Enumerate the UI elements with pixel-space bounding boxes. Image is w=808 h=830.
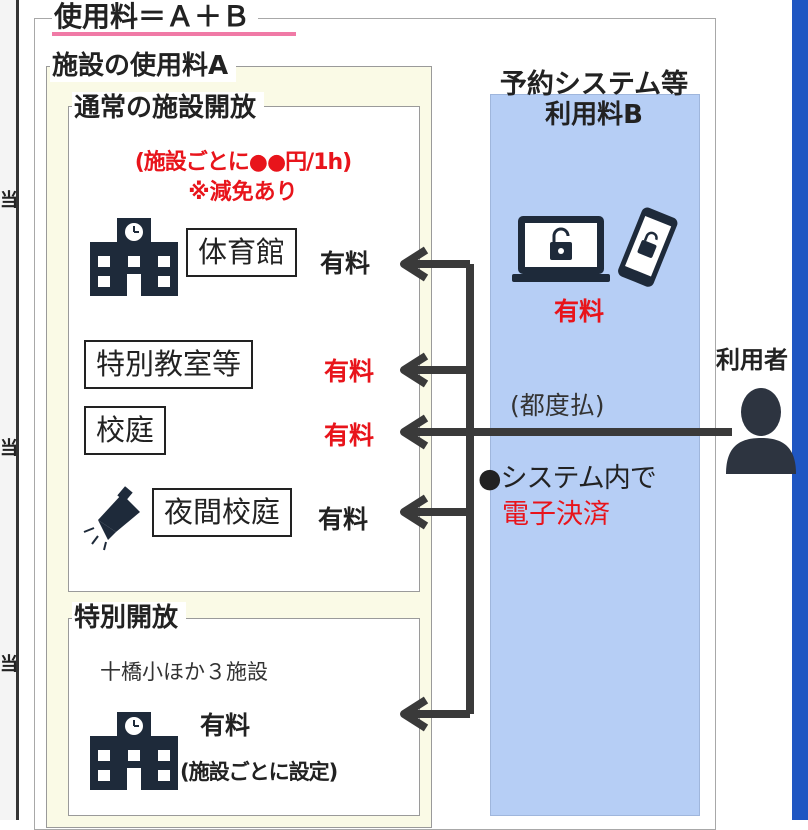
facility-schoolyard: 校庭: [84, 406, 167, 455]
left-crop-edge: 当 当 当: [0, 0, 19, 820]
formula-underline: [52, 32, 296, 36]
normal-opening-title: 通常の施設開放: [72, 92, 265, 124]
special-opening-subtitle: 十橋小ほか３施設: [100, 660, 268, 684]
system-note: ●システム内で: [478, 463, 657, 494]
right-crop-edge: [792, 0, 808, 820]
school-building-icon: [90, 712, 178, 790]
fee-formula-title: 使用料＝Ａ＋Ｂ: [52, 0, 259, 34]
fee-special-opening: 有料: [200, 711, 251, 740]
left-edge-char: 当: [0, 654, 18, 675]
left-edge-char: 当: [0, 438, 18, 459]
discount-note: ※減免あり: [188, 180, 298, 205]
facility-night-schoolyard: 夜間校庭: [152, 488, 293, 537]
section-b-subtitle: 利用料B: [545, 100, 643, 130]
electronic-payment: 電子決済: [502, 499, 610, 530]
fee-system: 有料: [554, 297, 605, 326]
floodlight-icon: [83, 486, 140, 551]
section-b-title: 予約システム等: [499, 69, 689, 100]
user-label: 利用者: [716, 346, 788, 374]
facility-special-classroom: 特別教室等: [84, 340, 254, 389]
user-icon: [726, 388, 796, 474]
facility-gym: 体育館: [186, 228, 298, 277]
fee-special-opening-note: (施設ごとに設定): [180, 760, 338, 784]
fee-gym: 有料: [320, 249, 371, 278]
price-note: (施設ごとに●●円/1h): [134, 150, 353, 175]
school-building-icon: [90, 218, 178, 296]
fee-night-schoolyard: 有料: [318, 505, 369, 534]
fee-schoolyard: 有料: [324, 421, 375, 450]
fee-special-classroom: 有料: [324, 357, 375, 386]
section-a-title: 施設の使用料A: [50, 50, 237, 82]
left-edge-char: 当: [0, 190, 18, 211]
laptop-lock-icon: [512, 216, 610, 282]
special-opening-title: 特別開放: [72, 602, 187, 634]
payment-note: (都度払): [510, 391, 605, 420]
smartphone-lock-icon: [618, 207, 678, 287]
